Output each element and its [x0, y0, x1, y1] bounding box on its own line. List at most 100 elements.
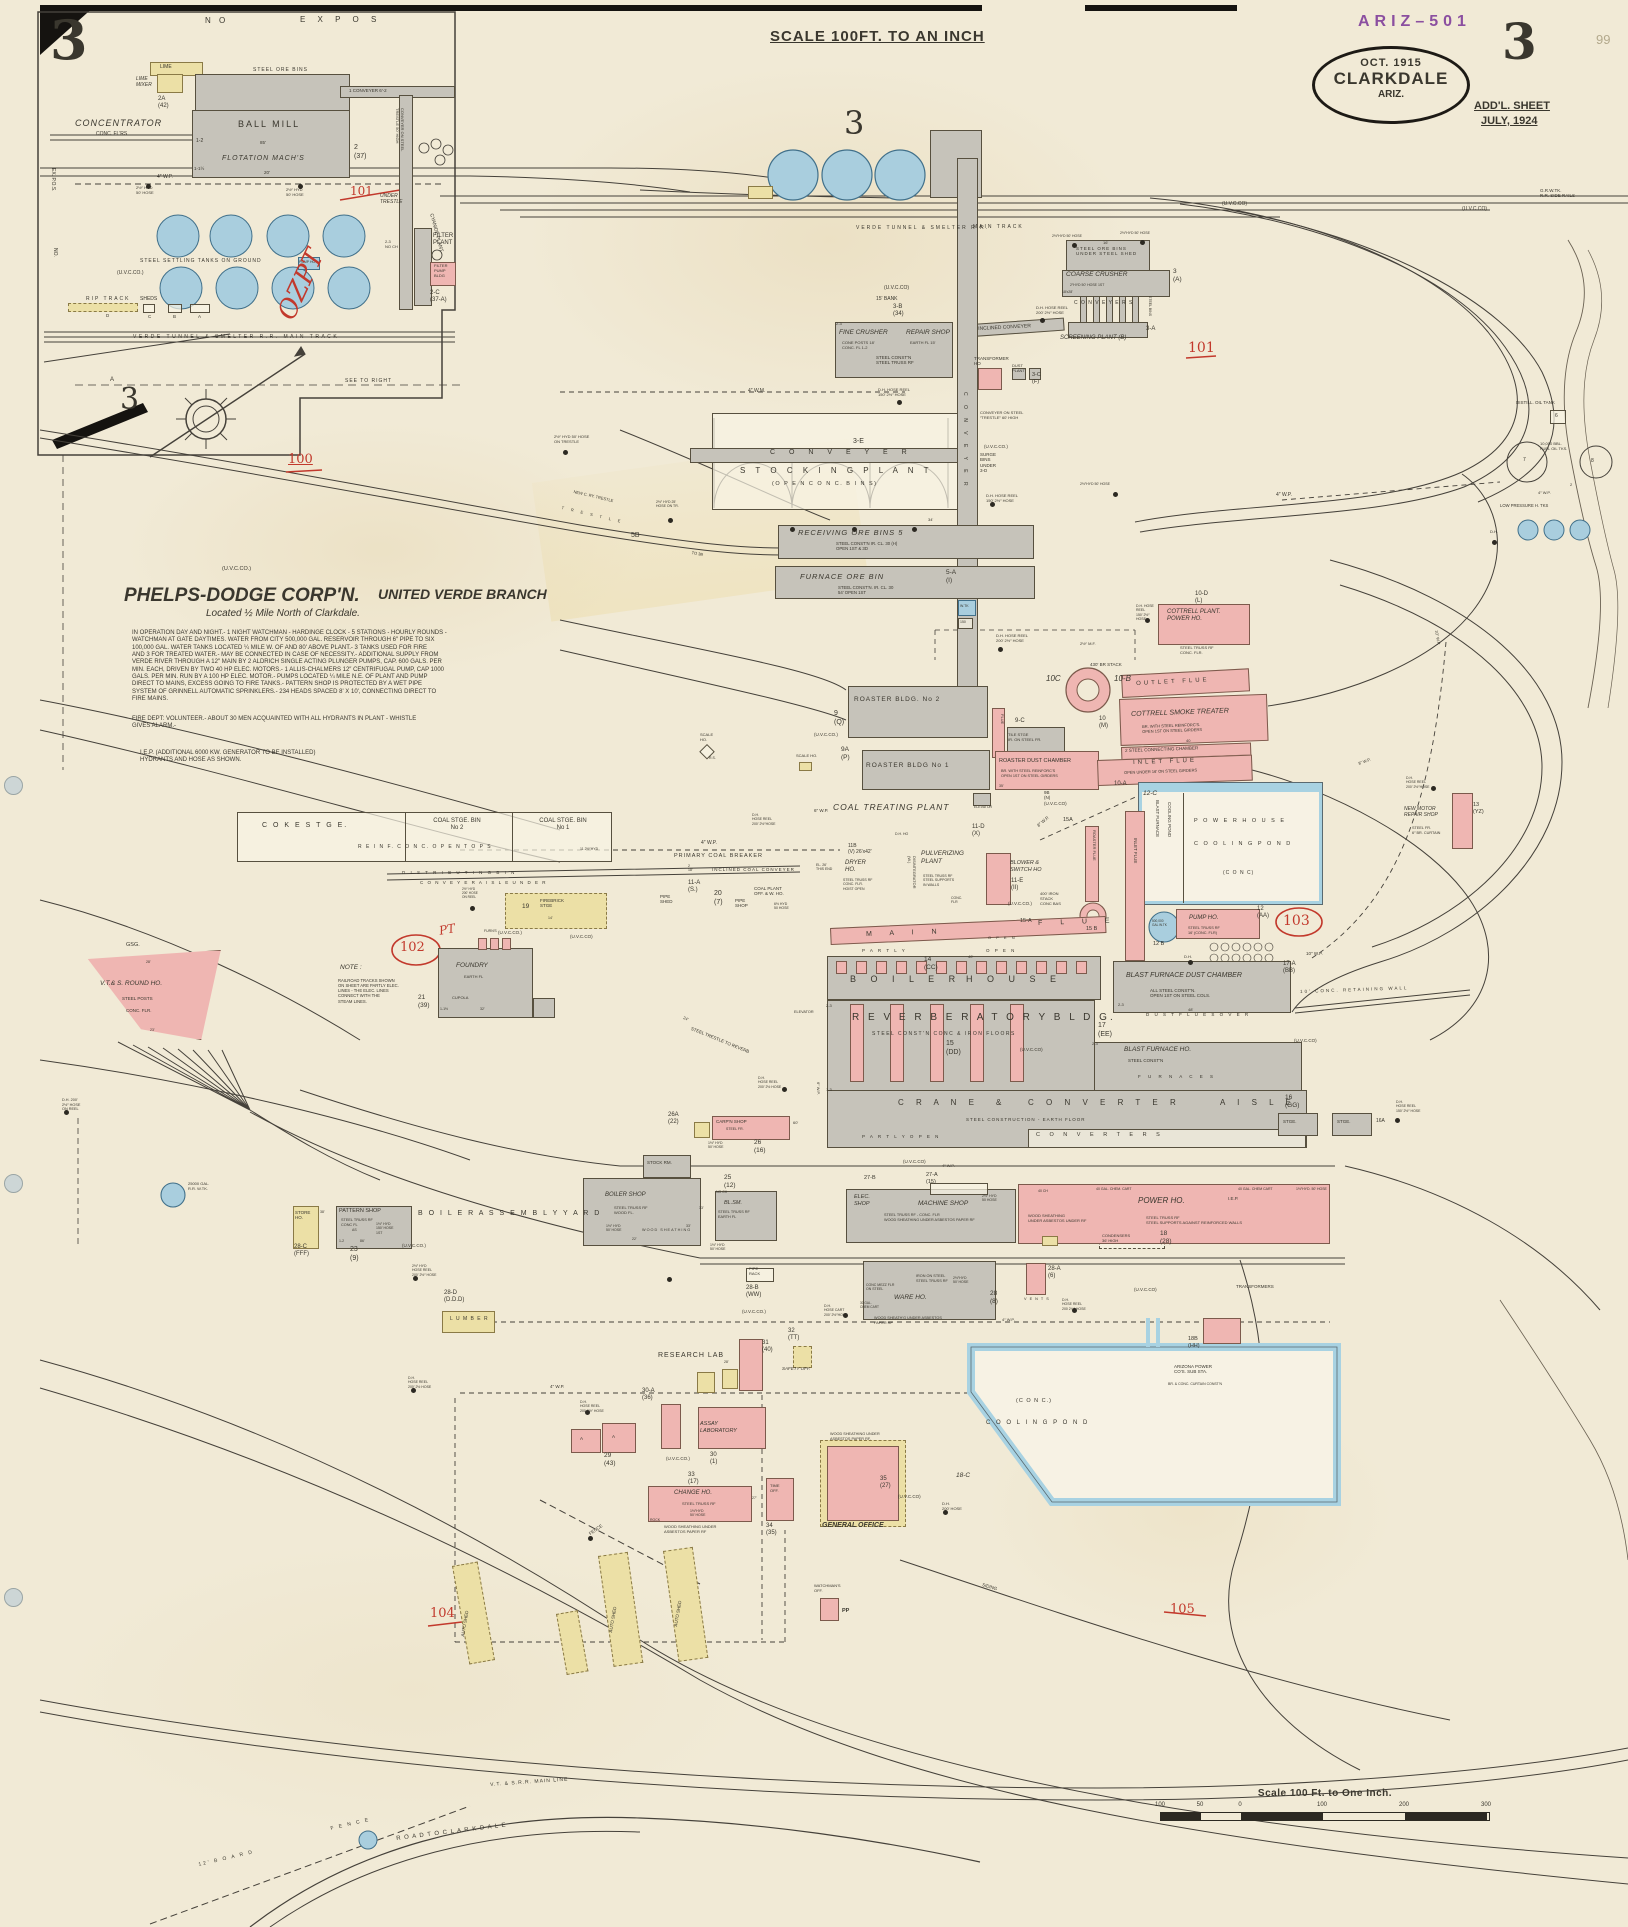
blast-furnace-dust-chamber — [1113, 961, 1291, 1013]
inset-flotation: FLOTATION MACH'S — [222, 155, 305, 162]
id-3a2: 3-A — [1146, 326, 1156, 332]
id-3c: 3-C (F) — [1032, 372, 1041, 385]
id-15a: 15-A — [1020, 918, 1032, 924]
uvcco: (U.V.C.CO) — [1462, 206, 1488, 212]
conveyer-aisle: C O N V E Y E R A I S L E U N D E R — [420, 880, 547, 885]
power-ho — [1018, 1184, 1330, 1244]
id-15b: 15 B — [1086, 926, 1098, 932]
ariz-power-label: ARIZONA POWER CO'S. SUB STA. — [1174, 1364, 1213, 1375]
safety-off — [793, 1346, 812, 1368]
hose-reel-dot — [1145, 618, 1150, 623]
scale-ho: SCALE HO. — [700, 732, 714, 742]
id-10c: 10C — [1046, 674, 1061, 683]
red-100: 100 — [288, 452, 313, 467]
fine-crusher-sub: CONE POSTS 18' CONC. FL 1-2 — [842, 340, 875, 350]
elevator-box — [973, 793, 991, 806]
wtk-500: 500,000 GAL W.TK — [1152, 919, 1167, 927]
inset-dim: 1-1½ — [194, 166, 205, 171]
id-10b: 10-B — [1114, 674, 1131, 683]
reinf-conc: R E I N F. C O N C. O P E N T O P S — [358, 844, 493, 850]
hose-reel-dot — [298, 184, 303, 189]
roaster1-label: ROASTER BLDG No 1 — [866, 762, 950, 769]
wf: 2½″ M.F. — [1080, 641, 1096, 646]
water-tank-box — [958, 600, 976, 616]
hose-reel-dot — [668, 518, 673, 523]
change-ho — [648, 1486, 752, 1522]
stge-shed — [1278, 1113, 1318, 1136]
bin-divider — [405, 812, 406, 862]
foundry-sub: EARTH FL — [464, 974, 484, 979]
dh: D.H. 200' HOSE — [942, 1501, 962, 1511]
dim: 40 — [1186, 738, 1191, 743]
assay-label: ASSAY LABORATORY — [700, 1421, 737, 1434]
hose-reel: D.H. HOSE REEL 150' 2½″ HOSE — [986, 493, 1019, 503]
roaster-bldg-2 — [848, 686, 988, 738]
id-10m: 10 (M) — [1099, 716, 1108, 730]
inset-rip-track: RIP TRACK — [86, 296, 131, 302]
id-20-7: 20 (7) — [714, 890, 723, 906]
red-103: 103 — [1283, 913, 1310, 929]
dim: 1-2 — [339, 1239, 345, 1243]
pp: PP — [842, 1608, 850, 1614]
note-title: NOTE : — [340, 964, 362, 971]
id-23: 23 (9) — [350, 1246, 359, 1262]
roaster-flue-label: ROASTER FLUE — [1092, 830, 1097, 861]
flue-vert-label: FLUE — [1000, 714, 1005, 725]
partly: P A R T L Y — [862, 948, 907, 953]
transformer-ho — [978, 368, 1002, 390]
dim: 40' — [968, 954, 974, 959]
wp: 4″ W.P. — [550, 1384, 565, 1389]
top-edge-strip — [1085, 5, 1237, 11]
rr-main: VERDE TUNNEL & SMELTER R.R. — [856, 225, 990, 231]
wp: 8″ W.P. — [1036, 814, 1051, 828]
power-house-cooling-pond — [1138, 782, 1323, 905]
clarkdale-oval-stamp: OCT. 1915 CLARKDALE ARIZ. — [1312, 46, 1470, 124]
hose-reel-dot — [1113, 492, 1118, 497]
dust-plant-label: DUST PLANT — [1012, 363, 1025, 373]
open: O P E N — [986, 948, 1017, 953]
boiler-stack — [896, 961, 907, 974]
inset-sheds: SHEDS — [140, 296, 158, 302]
blower-switch-ho — [986, 853, 1011, 905]
dim: 1-1½ — [440, 1007, 448, 1011]
boiler-stack — [876, 961, 887, 974]
box-150 — [958, 618, 973, 629]
distill-6: 6 — [1555, 413, 1558, 419]
furns: FURN'S — [484, 929, 497, 933]
screening-plant — [1068, 322, 1148, 338]
id-10a: 10-A — [1114, 781, 1127, 787]
inset-2-37: 2 (37) — [354, 144, 367, 160]
pond-conc: (C O N C.) — [1016, 1398, 1052, 1404]
foundry-annex — [533, 998, 555, 1018]
id-16a: 16A — [1376, 1118, 1385, 1124]
pump-ho — [1176, 909, 1260, 939]
hose-reel: D.H. HOSE REEL 200' 2½″HOSE — [1406, 776, 1430, 789]
id-27a: 27-A (15) — [926, 1172, 938, 1185]
foundry — [438, 948, 533, 1018]
id-15a-up: 15A — [1063, 817, 1073, 823]
coal-bin2-label: COAL STGE. BIN No 2 — [433, 818, 481, 832]
research-shed-b — [722, 1369, 738, 1389]
steel-bins-vert: STEEL BINS — [1148, 296, 1152, 317]
elec-shop-label: ELEC. SHOP — [854, 1194, 870, 1207]
cottrell-plant-power-ho — [1158, 604, 1250, 645]
hose-reel-dot — [852, 527, 857, 532]
dh: D.H. — [1184, 954, 1192, 959]
furnace-bin-label: FURNACE ORE BIN — [800, 572, 885, 581]
box-27a — [930, 1183, 988, 1195]
dim: 28' — [724, 1360, 729, 1364]
blsm-sub: STEEL TRUSS RF EARTH FL — [718, 1210, 750, 1219]
hyd: 2½″HYD 50' HOSE — [953, 1276, 969, 1285]
ph-pond-conc: (C O N C) — [1223, 870, 1255, 876]
uvcco: (U.V.C.CO.) — [402, 1243, 426, 1248]
conveyer-trestle-note: CONVEYER ON STEEL ″TRESTLE″ 60' HIGH — [980, 410, 1024, 420]
top-edge-strip — [42, 5, 982, 11]
hyd: 1½″ HYD 50' HOSE — [606, 1224, 622, 1233]
change-ho-sub: STEEL TRUSS RF — [682, 1501, 716, 1506]
id-18b: 18B (HH) — [1188, 1336, 1200, 1349]
id-18-28: 18 (28) — [1160, 1230, 1172, 1245]
dim: 1-3 — [826, 1087, 832, 1092]
wp: 10″ W.P. — [1434, 629, 1442, 646]
hyd: 2½″HYD 50' HOSE — [1120, 231, 1150, 235]
